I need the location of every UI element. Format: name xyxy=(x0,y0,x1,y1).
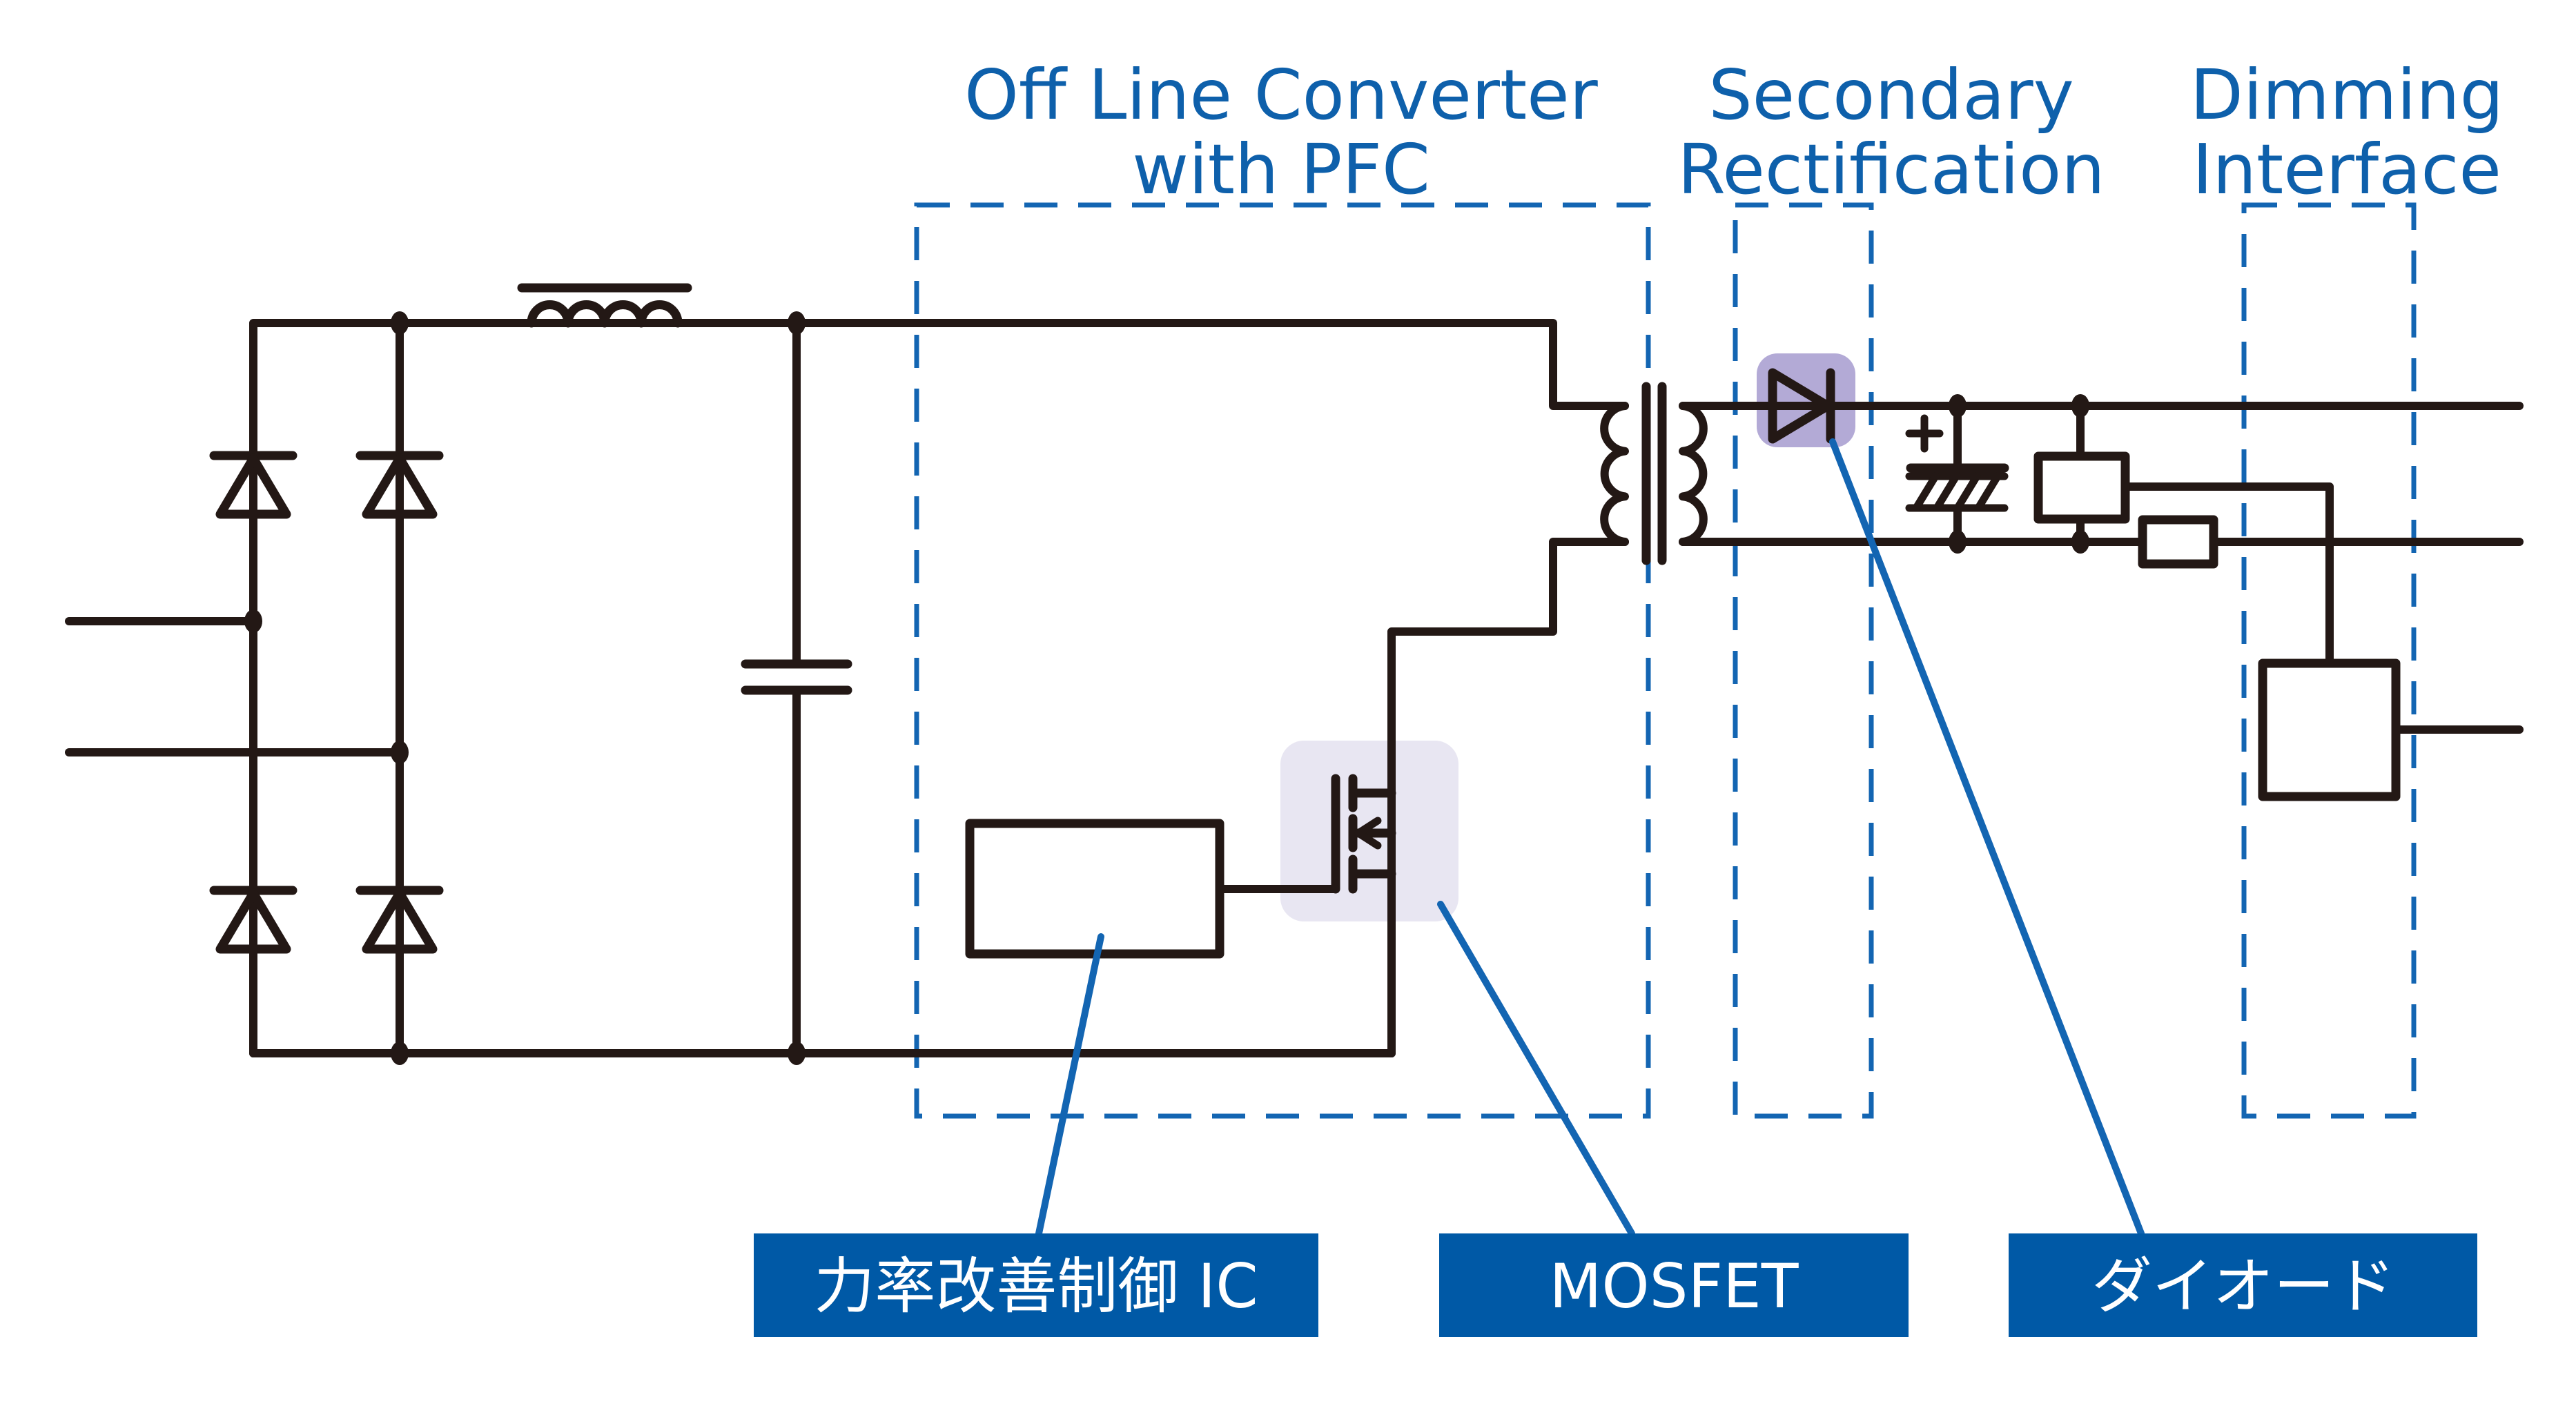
section-title-secondary: Secondary Rectification xyxy=(1677,55,2105,210)
section-title-pfc: Off Line Converter with PFC xyxy=(964,55,1599,210)
secondary-rectification-dashed-box xyxy=(1733,202,1874,1119)
title-line: with PFC xyxy=(1132,129,1430,210)
output-capacitor xyxy=(1905,402,2009,546)
transformer xyxy=(1600,382,1708,565)
feedback-wire xyxy=(2121,482,2334,667)
bridge-diode-icon xyxy=(355,451,444,519)
boost-inductor xyxy=(517,283,692,328)
title-line: Dimming xyxy=(2190,55,2504,135)
section-title-dimming: Dimming Interface xyxy=(2190,55,2504,210)
callout-diode: ダイオード xyxy=(2009,1233,2477,1337)
plus-sign-icon xyxy=(1905,414,1944,453)
bridge-rectifier xyxy=(65,319,1629,1057)
transformer-primary-winding xyxy=(1600,402,1629,546)
capacitor-negative-plate xyxy=(1905,472,2009,512)
mosfet-symbol xyxy=(1216,774,1396,894)
title-line: Interface xyxy=(2192,129,2501,210)
label-box xyxy=(2009,1233,2477,1337)
dimming-interface-box xyxy=(2258,658,2401,801)
resistor-box xyxy=(2138,515,2218,569)
bridge-diode-icon xyxy=(209,886,297,954)
dimming-interface-dashed-box xyxy=(2241,202,2417,1119)
label-text-diode: ダイオード xyxy=(2091,1251,2395,1322)
callout-pfc-ic: 力率改善制御 IC xyxy=(754,1233,1318,1337)
diode-triangle xyxy=(1768,368,1833,444)
label-box xyxy=(754,1233,1318,1337)
inductor-coil xyxy=(527,300,683,328)
leader-line-diode xyxy=(1829,438,2145,1237)
bridge-diode-icon xyxy=(355,886,444,954)
dimming-block xyxy=(2258,658,2524,801)
leader-line-pfc-ic xyxy=(1035,933,1104,1237)
label-text-pfc-ic: 力率改善制御 IC xyxy=(814,1251,1258,1322)
callout-mosfet: MOSFET xyxy=(1439,1233,1909,1337)
mosfet-body-arrow xyxy=(1354,817,1382,850)
label-box xyxy=(1439,1233,1909,1337)
pfc-section-dashed-box xyxy=(914,202,1651,1119)
title-line: Secondary xyxy=(1708,55,2074,135)
transformer-secondary-winding xyxy=(1679,402,1708,546)
pfc-ic-box xyxy=(965,819,1224,959)
title-line: Rectification xyxy=(1677,129,2105,210)
label-text-mosfet: MOSFET xyxy=(1549,1251,1799,1322)
junction-dots xyxy=(244,311,2089,1065)
leader-line-mosfet xyxy=(1437,901,1635,1237)
secondary-rectifier-diode xyxy=(1768,368,1835,444)
title-line: Off Line Converter xyxy=(964,55,1599,135)
optocoupler-box xyxy=(2033,451,2130,524)
bulk-capacitor xyxy=(741,319,852,1057)
primary-return-wire xyxy=(1387,538,1629,1057)
top-rail-wire xyxy=(249,319,1629,1057)
bridge-diode-icon xyxy=(209,451,297,519)
